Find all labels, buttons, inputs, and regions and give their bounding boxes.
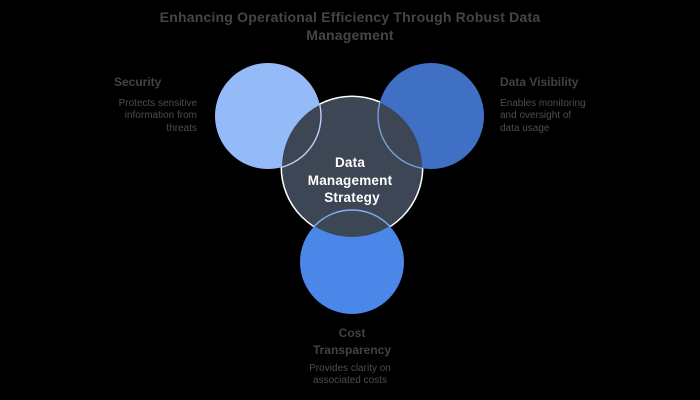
data-visibility-description: Enables monitoring and oversight of data… xyxy=(500,98,612,135)
cost-transparency-label: Cost Transparency xyxy=(292,325,412,359)
page-title-line-1: Enhancing Operational Efficiency Through… xyxy=(159,9,541,25)
data-visibility-desc-line-2: and oversight of xyxy=(500,110,572,122)
security-desc-line-3: threats xyxy=(166,122,197,134)
overlap-arcs xyxy=(282,97,422,237)
page-title-line-2: Management xyxy=(306,27,394,43)
center-label-line-2: Management xyxy=(308,173,393,188)
security-desc-line-1: Protects sensitive xyxy=(118,98,197,109)
security-description: Protects sensitive information from thre… xyxy=(97,98,197,135)
center-label-line-3: Strategy xyxy=(324,190,380,205)
page-title: Enhancing Operational Efficiency Through… xyxy=(0,8,700,44)
cost-transparency-label-line-2: Transparency xyxy=(312,343,392,357)
data-visibility-label: Data Visibility xyxy=(500,75,579,89)
security-arc xyxy=(282,97,322,170)
security-desc-line-2: information from xyxy=(124,110,197,122)
data-visibility-desc-line-3: data usage xyxy=(500,122,550,134)
center-circle-label: Data Management Strategy xyxy=(308,155,396,205)
security-label: Security xyxy=(114,75,162,89)
center-circle xyxy=(282,97,422,237)
cost-transparency-arc xyxy=(299,209,405,237)
cost-transparency-desc-line-2: associated costs xyxy=(313,375,387,387)
cost-transparency-circle xyxy=(300,210,404,314)
center-label-line-1: Data xyxy=(335,155,365,170)
data-visibility-arc xyxy=(377,97,422,170)
cost-transparency-label-line-1: Cost xyxy=(338,326,366,340)
cost-transparency-desc-line-1: Provides clarity on xyxy=(309,363,391,374)
data-visibility-desc-line-1: Enables monitoring xyxy=(500,98,586,109)
cost-transparency-description: Provides clarity on associated costs xyxy=(285,363,415,388)
